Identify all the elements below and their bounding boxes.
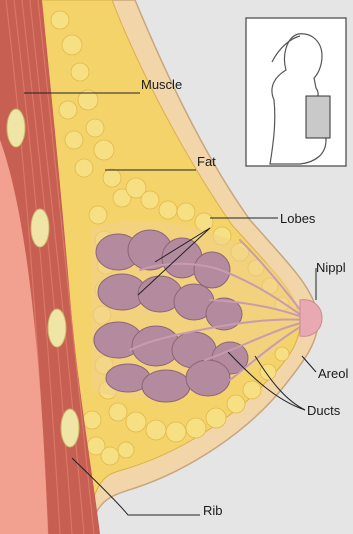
fat-lobule xyxy=(83,411,101,429)
fat-lobule xyxy=(65,131,83,149)
fat-lobule xyxy=(177,203,195,221)
lobe xyxy=(186,360,230,396)
fat-lobule xyxy=(126,412,146,432)
fat-lobule xyxy=(101,447,119,465)
fat-lobule xyxy=(103,169,121,187)
lobe xyxy=(194,252,230,288)
label-rib: Rib xyxy=(203,503,223,518)
fat-lobule xyxy=(275,347,289,361)
fat-lobule xyxy=(89,206,107,224)
fat-lobule xyxy=(146,420,166,440)
fat-lobule xyxy=(159,201,177,219)
lobe xyxy=(142,370,190,402)
label-areola: Areol xyxy=(318,366,348,381)
fat-lobule xyxy=(166,422,186,442)
fat-lobule xyxy=(227,395,245,413)
fat-lobule xyxy=(260,364,276,380)
label-muscle: Muscle xyxy=(141,77,182,92)
fat-lobule xyxy=(206,408,226,428)
label-ducts: Ducts xyxy=(307,403,341,418)
fat-lobule xyxy=(51,11,69,29)
label-lobes: Lobes xyxy=(280,211,316,226)
label-nipple: Nippl xyxy=(316,260,346,275)
rib xyxy=(48,309,66,347)
fat-lobule xyxy=(75,159,93,177)
fat-lobule xyxy=(94,140,114,160)
fat-lobule xyxy=(118,442,134,458)
inset-figure xyxy=(246,18,346,166)
inset-highlight xyxy=(306,96,330,138)
fat-lobule xyxy=(86,119,104,137)
fat-lobule xyxy=(109,403,127,421)
fat-lobule xyxy=(195,213,213,231)
rib xyxy=(7,109,25,147)
fat-lobule xyxy=(186,418,206,438)
rib xyxy=(61,409,79,447)
label-fat: Fat xyxy=(197,154,216,169)
fat-lobule xyxy=(62,35,82,55)
fat-lobule xyxy=(71,63,89,81)
fat-lobule xyxy=(243,381,261,399)
fat-lobule xyxy=(141,191,159,209)
inset-frame xyxy=(246,18,346,166)
rib xyxy=(31,209,49,247)
fat-lobule xyxy=(59,101,77,119)
